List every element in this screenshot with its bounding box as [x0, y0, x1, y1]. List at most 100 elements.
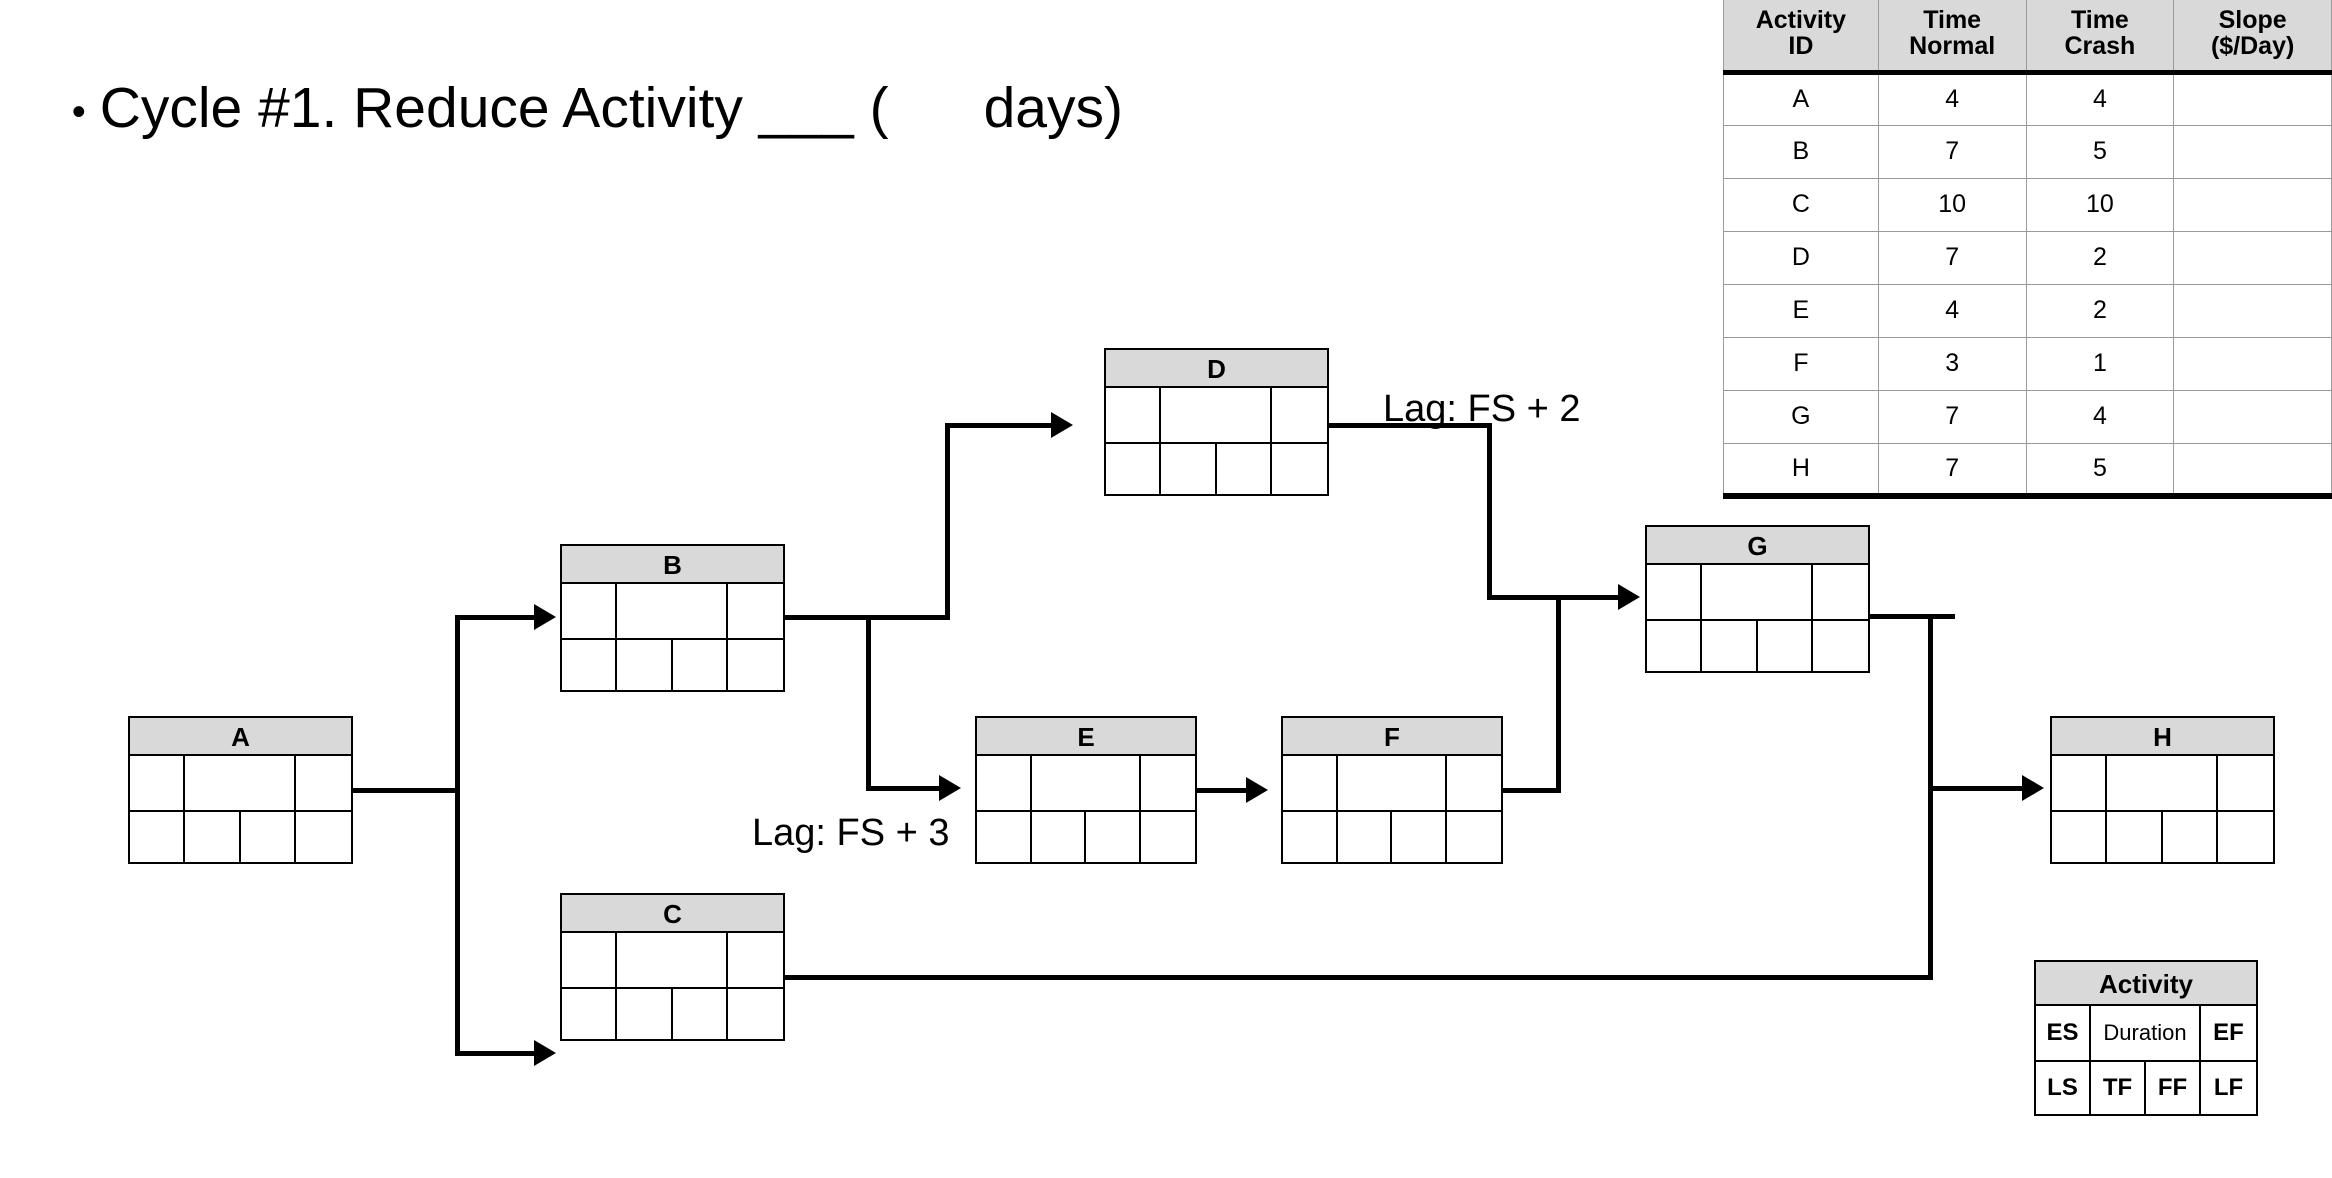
legend-ls: LS	[2036, 1062, 2091, 1114]
activity-node-d-ls[interactable]	[1106, 444, 1162, 496]
activity-node-c-ef[interactable]	[728, 933, 783, 987]
crash-table-cell-id: F	[1723, 336, 1879, 390]
header-line-2: Normal	[1909, 31, 1996, 60]
activity-node-g[interactable]: G	[1645, 525, 1870, 673]
arrowhead-a-c	[534, 1040, 556, 1066]
activity-node-c-ff[interactable]	[673, 989, 728, 1041]
activity-node-b-ls[interactable]	[562, 640, 618, 692]
activity-node-f-ff[interactable]	[1392, 812, 1447, 864]
activity-node-a[interactable]: A	[128, 716, 353, 864]
activity-node-d-duration[interactable]	[1161, 388, 1272, 442]
activity-node-d-ff[interactable]	[1217, 444, 1272, 496]
activity-node-f-lf[interactable]	[1447, 812, 1502, 864]
edge-b-d-riser	[945, 423, 950, 620]
crash-data-table: Activity ID Time Normal Time Crash Slope…	[1723, 0, 2332, 499]
activity-node-e-lf[interactable]	[1141, 812, 1196, 864]
activity-node-h[interactable]: H	[2050, 716, 2275, 864]
activity-node-h-lf[interactable]	[2218, 812, 2273, 864]
edge-d-g-drop	[1487, 423, 1492, 599]
activity-node-c-lf[interactable]	[728, 989, 783, 1041]
activity-node-h-es[interactable]	[2052, 756, 2108, 810]
activity-node-c-es[interactable]	[562, 933, 618, 987]
activity-node-a-duration[interactable]	[185, 756, 296, 810]
activity-node-e-es[interactable]	[977, 756, 1032, 810]
activity-node-b-es[interactable]	[562, 584, 618, 638]
activity-node-f[interactable]: F	[1281, 716, 1503, 864]
activity-node-a-lf[interactable]	[296, 812, 351, 864]
activity-node-d-tf[interactable]	[1161, 444, 1217, 496]
activity-node-e[interactable]: E	[975, 716, 1197, 864]
activity-node-b[interactable]: B	[560, 544, 785, 692]
edge-b-d	[945, 423, 1055, 428]
arrowhead-a-b	[534, 604, 556, 630]
activity-node-f-es[interactable]	[1283, 756, 1338, 810]
activity-node-h-label: H	[2052, 718, 2273, 756]
activity-node-d-es[interactable]	[1106, 388, 1162, 442]
crash-table-cell-time-crash: 1	[2025, 336, 2175, 390]
crash-table-header-slope: Slope ($/Day)	[2173, 0, 2332, 75]
activity-node-g-lf[interactable]	[1813, 621, 1868, 673]
activity-node-h-ff[interactable]	[2163, 812, 2218, 864]
activity-node-h-ls[interactable]	[2052, 812, 2108, 864]
page-title-text: Cycle #1. Reduce Activity ___ ( days)	[99, 75, 1123, 140]
activity-node-b-ef[interactable]	[728, 584, 783, 638]
edge-d-out	[1329, 423, 1492, 428]
activity-node-a-tf[interactable]	[185, 812, 241, 864]
legend-lf: LF	[2213, 1074, 2244, 1101]
activity-node-f-ls[interactable]	[1283, 812, 1338, 864]
activity-node-a-ef[interactable]	[296, 756, 351, 810]
activity-node-f-tf[interactable]	[1338, 812, 1392, 864]
activity-node-b-lf[interactable]	[728, 640, 783, 692]
activity-node-e-duration[interactable]	[1032, 756, 1141, 810]
crash-table-cell-time-normal: 4	[1877, 72, 2027, 125]
activity-node-g-duration[interactable]	[1702, 565, 1813, 619]
activity-node-g-tf[interactable]	[1702, 621, 1758, 673]
activity-node-a-ls[interactable]	[130, 812, 186, 864]
crash-table-cell-time-crash: 10	[2025, 177, 2175, 231]
activity-node-f-ef[interactable]	[1447, 756, 1502, 810]
activity-node-g-ff[interactable]	[1758, 621, 1813, 673]
activity-node-d[interactable]: D	[1104, 348, 1329, 496]
activity-node-g-ls[interactable]	[1647, 621, 1703, 673]
crash-table-cell-slope	[2173, 72, 2332, 125]
activity-node-d-lf[interactable]	[1272, 444, 1327, 496]
activity-node-g-es[interactable]	[1647, 565, 1703, 619]
activity-node-c-duration[interactable]	[617, 933, 728, 987]
activity-node-h-duration[interactable]	[2107, 756, 2218, 810]
activity-node-a-es[interactable]	[130, 756, 186, 810]
activity-node-h-ef[interactable]	[2218, 756, 2273, 810]
crash-table-cell-time-normal: 7	[1877, 442, 2027, 499]
activity-node-b-tf[interactable]	[617, 640, 673, 692]
activity-node-f-duration[interactable]	[1338, 756, 1447, 810]
activity-legend-title: Activity	[2036, 962, 2256, 1006]
lag-label-b-e: Lag: FS + 3	[752, 812, 950, 854]
activity-node-b-ff[interactable]	[673, 640, 728, 692]
activity-node-c-tf[interactable]	[617, 989, 673, 1041]
activity-node-e-ff[interactable]	[1086, 812, 1141, 864]
activity-node-g-ef[interactable]	[1813, 565, 1868, 619]
edge-a-c	[455, 1051, 538, 1056]
activity-node-h-tf[interactable]	[2107, 812, 2163, 864]
activity-node-e-ls[interactable]	[977, 812, 1032, 864]
header-line-1: Time	[2070, 5, 2129, 34]
activity-node-c-ls[interactable]	[562, 989, 618, 1041]
activity-node-c[interactable]: C	[560, 893, 785, 1041]
activity-node-b-duration[interactable]	[617, 584, 728, 638]
crash-table-cell-id: H	[1723, 442, 1879, 499]
activity-node-e-ef[interactable]	[1141, 756, 1196, 810]
activity-node-a-ff[interactable]	[241, 812, 296, 864]
activity-node-d-ef[interactable]	[1272, 388, 1327, 442]
crash-table-cell-time-crash: 2	[2025, 283, 2175, 337]
edge-a-split-riser	[455, 615, 460, 1056]
crash-table-cell-time-normal: 10	[1877, 177, 2027, 231]
crash-table-cell-id: D	[1723, 230, 1879, 284]
header-line-1: Slope	[2218, 5, 2287, 34]
activity-node-e-tf[interactable]	[1032, 812, 1086, 864]
crash-table-cell-time-normal: 7	[1877, 230, 2027, 284]
